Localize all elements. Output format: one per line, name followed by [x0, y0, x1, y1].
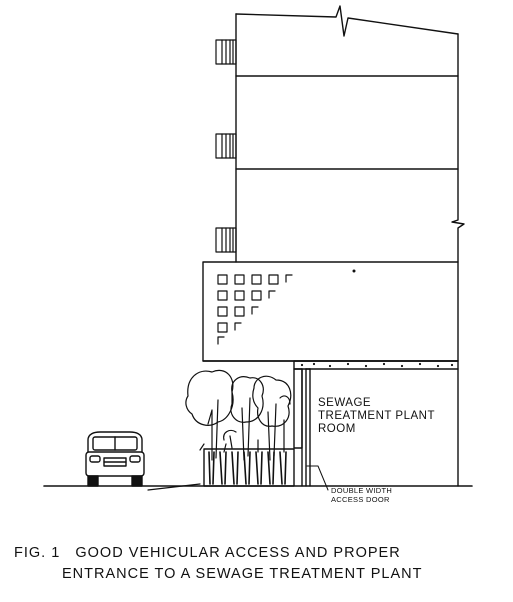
podium-block — [202, 261, 459, 362]
window-grid-icon — [217, 274, 293, 345]
plant-room-label: SEWAGE TREATMENT PLANT ROOM — [318, 397, 435, 436]
figure-caption-line2: ENTRANCE TO A SEWAGE TREATMENT PLANT — [62, 566, 423, 582]
planter-box — [203, 448, 295, 487]
tower-right-wall — [451, 33, 465, 263]
room-label-line1: SEWAGE — [318, 397, 372, 409]
room-label-line3: ROOM — [318, 423, 356, 435]
column — [293, 368, 303, 449]
door-label: DOUBLE WIDTH ACCESS DOOR — [331, 486, 392, 504]
balcony-icon — [215, 39, 237, 253]
planter-stems — [208, 451, 287, 485]
door-leader — [306, 465, 329, 491]
break-line-icon — [235, 5, 459, 37]
figure-caption-line1: FIG. 1 GOOD VEHICULAR ACCESS AND PROPER — [14, 545, 401, 561]
door-label-line2: ACCESS DOOR — [331, 495, 390, 504]
room-label-line2: TREATMENT PLANT — [318, 410, 435, 422]
van-icon — [85, 431, 145, 487]
kerb — [147, 483, 201, 491]
tree-icon — [185, 369, 292, 461]
slab-hatched — [293, 360, 459, 370]
door-label-line1: DOUBLE WIDTH — [331, 486, 393, 495]
